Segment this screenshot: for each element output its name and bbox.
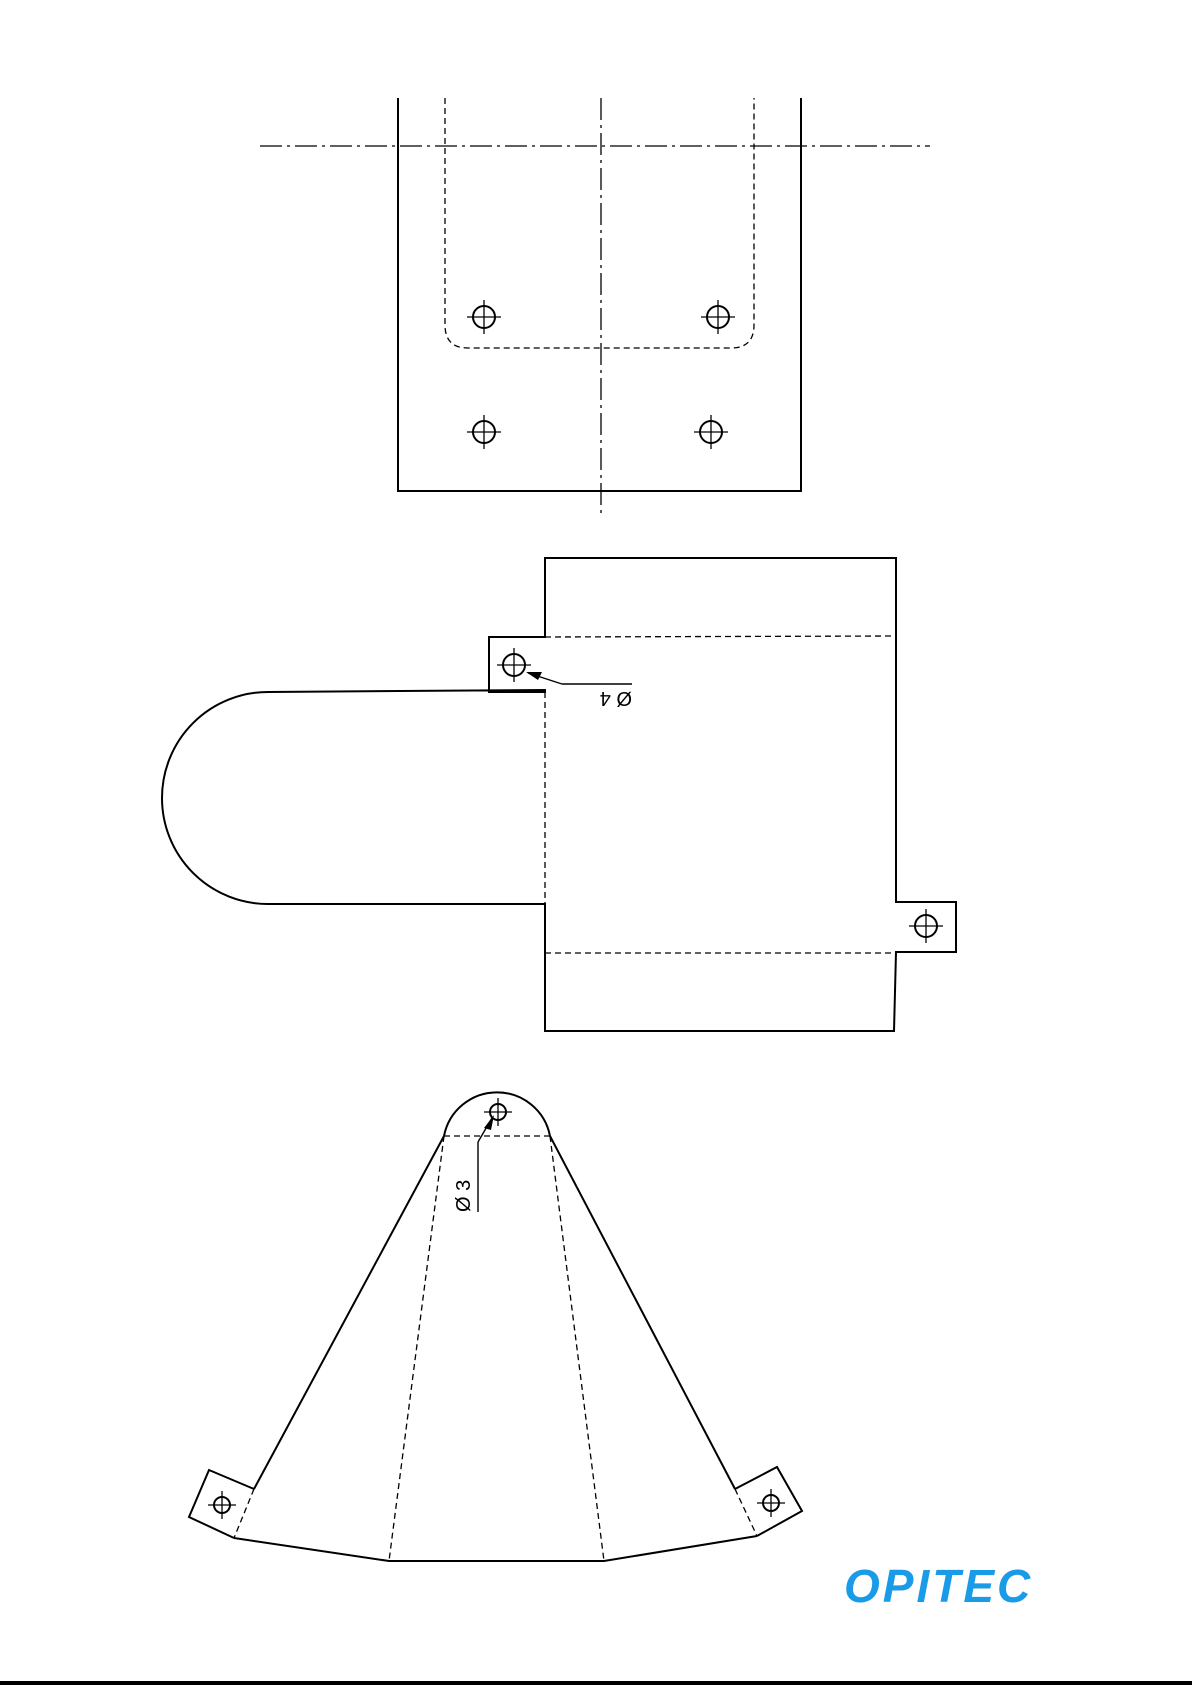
- hole-crosshair-icon: [497, 648, 531, 682]
- page-bottom-rule: [0, 1681, 1192, 1685]
- top-view-part: [260, 98, 930, 515]
- middle-view-part: Ø 4: [162, 558, 956, 1031]
- hole-crosshair-icon: [694, 415, 728, 449]
- dimension-leader-4: [526, 672, 632, 684]
- bottom-view-part: Ø 3: [189, 1092, 802, 1561]
- hole-crosshair-icon: [909, 909, 943, 943]
- hole-crosshair-icon: [467, 415, 501, 449]
- dimension-label-hole-3: Ø 3: [453, 1180, 475, 1212]
- dimension-label-hole-4: Ø 4: [600, 687, 632, 709]
- hole-crosshair-icon: [208, 1491, 236, 1519]
- opitec-logo: OPITEC: [840, 1560, 1080, 1608]
- hole-crosshair-icon: [484, 1098, 512, 1126]
- logo-text: OPITEC: [844, 1560, 1033, 1608]
- hole-crosshair-icon: [701, 300, 735, 334]
- hole-crosshair-icon: [757, 1489, 785, 1517]
- dimension-leader-3: [478, 1115, 494, 1212]
- hole-crosshair-icon: [467, 300, 501, 334]
